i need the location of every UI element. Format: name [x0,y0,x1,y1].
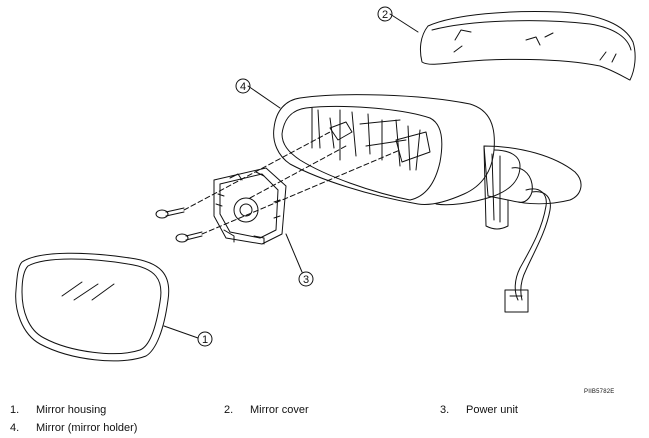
mirror-base-part [483,145,582,313]
legend-item-4: 4. Mirror (mirror holder) [10,422,137,435]
legend-label: Power unit [466,404,518,416]
legend-number: 2. [224,404,234,416]
legend-number: 1. [10,404,20,416]
legend-item-2: 2. Mirror cover [224,404,309,417]
leader-lines [163,13,419,339]
mirror-exploded-diagram: 2 4 3 1 [15,6,636,362]
callout-circles [197,6,393,347]
mirror-glass-part [15,252,170,362]
mirror-cover-part [419,11,636,81]
power-unit-part [213,167,287,245]
legend-item-1: 1. Mirror housing [10,404,106,417]
legend-label: Mirror (mirror holder) [36,422,138,434]
legend-number: 4. [10,422,20,434]
callout-2: 2 [382,9,388,21]
callout-3: 3 [303,274,309,286]
mirror-housing-part [273,94,521,206]
legend-label: Mirror cover [250,404,309,416]
figure-code: PIIB5782E [584,389,615,395]
callout-1: 1 [202,334,208,346]
callout-4: 4 [240,81,246,93]
legend-item-3: 3. Power unit [440,404,518,417]
legend-label: Mirror housing [36,404,107,416]
screw-parts [155,207,203,243]
legend-number: 3. [440,404,450,416]
assembly-lines [183,131,401,235]
